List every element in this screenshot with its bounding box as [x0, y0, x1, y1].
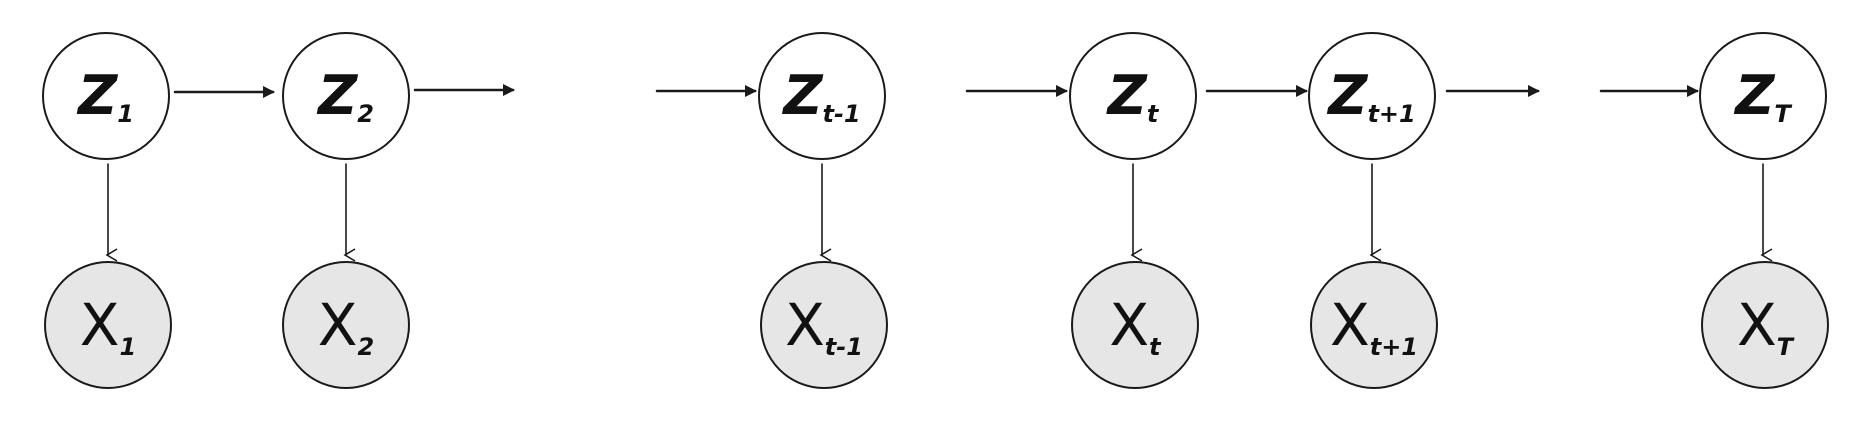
- observed-node-x2-sub: 2: [358, 333, 375, 361]
- observed-node-x2: X2: [282, 261, 410, 389]
- svg-text:X2: X2: [318, 291, 374, 361]
- observed-node-xT-sub: T: [1777, 333, 1795, 361]
- latent-node-z2-base: Z: [316, 64, 358, 127]
- svg-text:XT: XT: [1737, 291, 1795, 361]
- observed-node-xt-base: X: [1109, 291, 1149, 359]
- observed-node-xt+1: Xt+1: [1310, 261, 1438, 389]
- svg-text:Xt+1: Xt+1: [1330, 291, 1418, 361]
- latent-node-zt+1: Zt+1: [1308, 32, 1436, 160]
- latent-node-zt-sub: t: [1147, 100, 1160, 128]
- observed-node-x1-base: X: [80, 291, 120, 359]
- svg-text:ZT: ZT: [1733, 64, 1792, 128]
- svg-text:Zt: Zt: [1106, 64, 1160, 128]
- latent-node-zT-base: Z: [1733, 64, 1775, 127]
- observed-node-xT: XT: [1701, 261, 1829, 389]
- svg-text:Zt+1: Zt+1: [1326, 64, 1415, 128]
- latent-node-zt-base: Z: [1106, 64, 1148, 127]
- svg-text:Zt-1: Zt-1: [781, 64, 860, 128]
- latent-node-zt+1-sub: t+1: [1367, 100, 1415, 128]
- observed-node-x2-base: X: [318, 291, 358, 359]
- observed-node-xt: Xt: [1071, 261, 1199, 389]
- svg-text:Z1: Z1: [76, 64, 134, 128]
- latent-node-z2-sub: 2: [357, 100, 374, 128]
- latent-node-zt: Zt: [1069, 32, 1197, 160]
- observed-node-xt-1: Xt-1: [760, 261, 888, 389]
- latent-node-zt-1-base: Z: [781, 64, 823, 127]
- latent-node-zt-1: Zt-1: [758, 32, 886, 160]
- latent-node-zt-1-sub: t-1: [823, 100, 861, 128]
- latent-node-z1-base: Z: [76, 64, 118, 127]
- latent-node-z1: Z1: [42, 32, 170, 160]
- observed-node-xT-base: X: [1737, 291, 1777, 359]
- observed-node-xt+1-base: X: [1330, 291, 1370, 359]
- svg-text:Xt-1: Xt-1: [785, 291, 863, 361]
- latent-node-z2: Z2: [282, 32, 410, 160]
- observed-node-xt-1-sub: t-1: [825, 333, 863, 361]
- latent-node-zT-sub: T: [1774, 100, 1792, 128]
- latent-node-zt+1-base: Z: [1326, 64, 1368, 127]
- observed-node-x1-sub: 1: [120, 333, 137, 361]
- svg-text:Xt: Xt: [1109, 291, 1162, 361]
- observed-node-xt+1-sub: t+1: [1370, 333, 1418, 361]
- latent-node-z1-sub: 1: [117, 100, 134, 128]
- observed-node-xt-sub: t: [1149, 333, 1162, 361]
- observed-node-x1: X1: [44, 261, 172, 389]
- svg-text:X1: X1: [80, 291, 136, 361]
- svg-text:Z2: Z2: [316, 64, 374, 128]
- latent-node-zT: ZT: [1699, 32, 1827, 160]
- observed-node-xt-1-base: X: [785, 291, 825, 359]
